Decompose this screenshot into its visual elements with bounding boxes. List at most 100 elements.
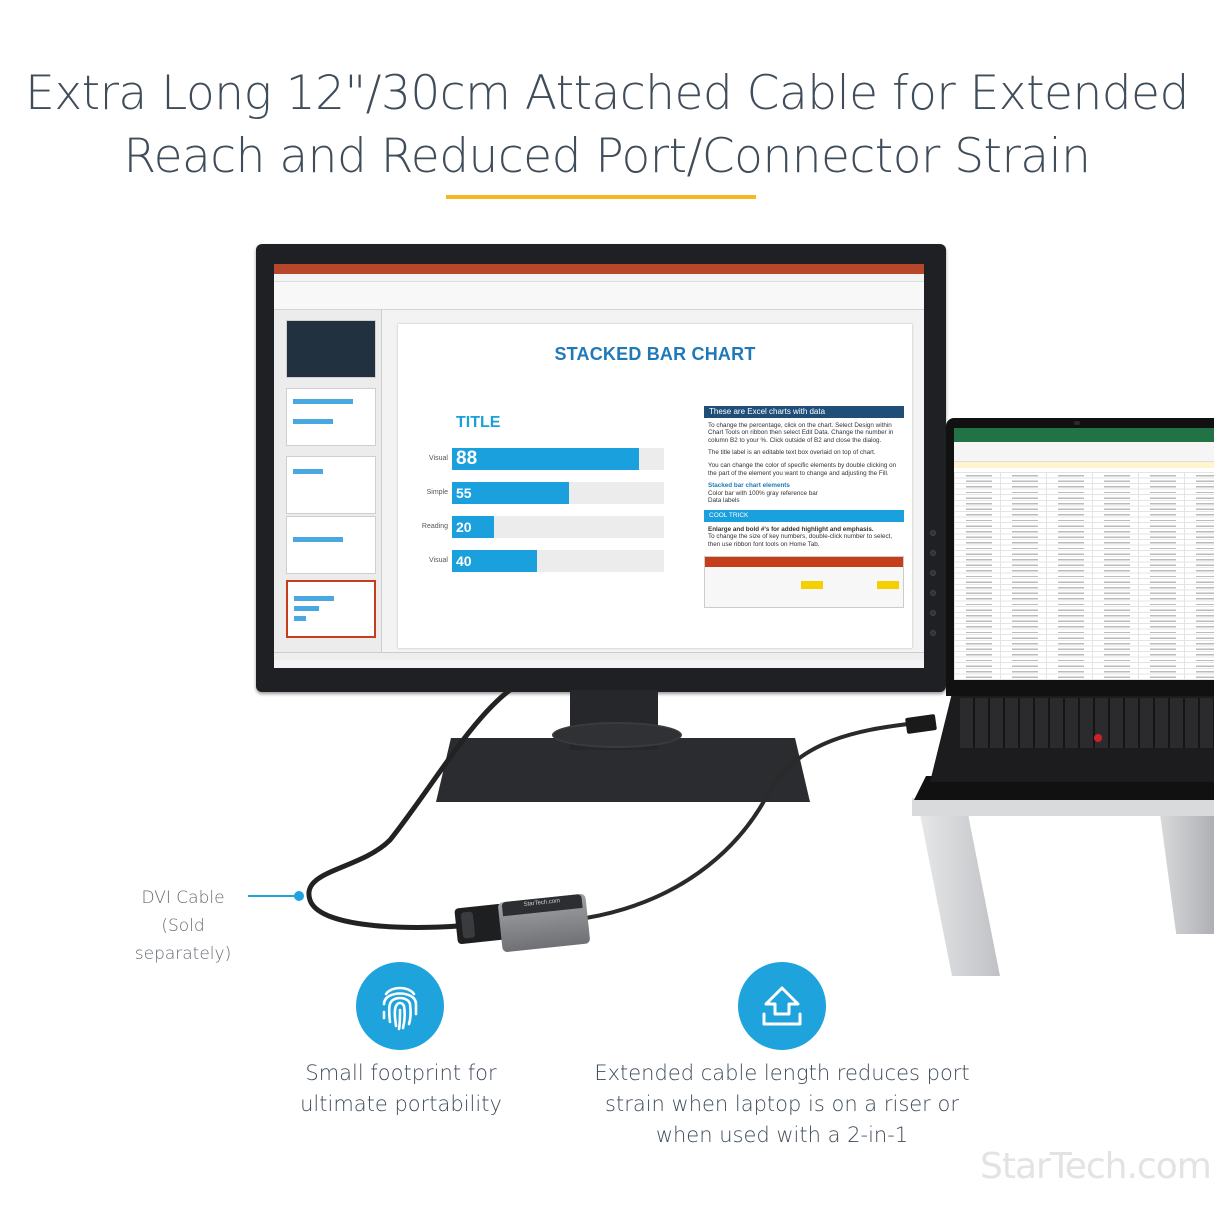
monitor-button xyxy=(930,630,936,636)
bar-data-label: 55 xyxy=(456,485,472,501)
laptop-trackpoint xyxy=(1094,734,1102,742)
thumb-bar xyxy=(293,399,353,404)
bar-data-label: 40 xyxy=(456,553,472,569)
slide-thumbnail xyxy=(286,516,376,574)
feature-text-extended-cable: Extended cable length reduces port strai… xyxy=(562,1058,1002,1151)
powerpoint-title-bar xyxy=(274,264,924,274)
dvi-thumbscrew xyxy=(460,911,476,939)
notes-heading: These are Excel charts with data xyxy=(704,406,904,418)
feature-line: strain when laptop is on a riser or xyxy=(605,1092,959,1116)
bar-fill xyxy=(452,550,537,572)
upload-arrow-icon xyxy=(738,962,826,1050)
bar-row: Visual 40 xyxy=(398,550,688,574)
riser-leg xyxy=(1160,814,1214,934)
adapter-body: StarTech.com xyxy=(497,893,591,953)
highlight-marker xyxy=(877,581,899,590)
bar-fill xyxy=(452,516,495,538)
monitor-button xyxy=(930,530,936,536)
headline: Extra Long 12"/30cm Attached Cable for E… xyxy=(0,62,1214,188)
note-text: Color bar with 100% gray reference bar xyxy=(708,489,818,497)
bar-row: Visual 88 xyxy=(398,448,688,472)
thumb-bar xyxy=(293,537,343,542)
chart-title: TITLE xyxy=(456,414,501,431)
headline-line-1: Extra Long 12"/30cm Attached Cable for E… xyxy=(25,66,1189,121)
accent-rule xyxy=(446,195,756,199)
callout-pointer-dot xyxy=(294,891,304,901)
slide-title: STACKED BAR CHART xyxy=(554,344,756,364)
cool-trick-heading: COOL TRICK xyxy=(704,509,904,522)
powerpoint-status-bar xyxy=(274,652,924,660)
usb-c-plug xyxy=(905,713,937,735)
slide-thumbnail xyxy=(286,456,376,514)
slide-thumbnail xyxy=(286,320,376,378)
monitor-button xyxy=(930,550,936,556)
dvi-cable xyxy=(306,688,512,930)
headline-line-2: Reach and Reduced Port/Connector Strain xyxy=(123,129,1091,184)
callout-pointer-line xyxy=(248,895,296,897)
monitor-button xyxy=(930,610,936,616)
startech-logo: StarTech.com xyxy=(980,1146,1212,1187)
slide-thumbnail-selected xyxy=(286,580,376,638)
powerpoint-tabs xyxy=(274,274,924,282)
laptop-screen xyxy=(946,418,1214,696)
bar-category-label: Simple xyxy=(426,489,448,496)
bar-category-label: Visual xyxy=(429,455,448,462)
note-subheading: Stacked bar chart elements xyxy=(708,482,790,490)
slide-notes: These are Excel charts with data To chan… xyxy=(704,406,904,609)
bar-fill xyxy=(452,448,639,470)
thumb-bar xyxy=(294,616,306,621)
spreadsheet-grid xyxy=(954,472,1214,680)
spreadsheet-cells xyxy=(966,474,1214,680)
riser-leg xyxy=(920,814,1000,976)
feature-line: ultimate portability xyxy=(300,1092,502,1116)
bar-row: Simple 55 xyxy=(398,482,688,506)
laptop-keyboard xyxy=(960,698,1214,748)
powerpoint-ribbon xyxy=(274,282,924,310)
slide-thumbnails xyxy=(274,310,382,660)
note-text: Data labels xyxy=(708,497,740,505)
thumb-bar xyxy=(293,469,323,474)
bar-row: Reading 20 xyxy=(398,516,688,540)
bar-data-label: 88 xyxy=(456,448,478,469)
note-text: The title label is an editable text box … xyxy=(708,449,876,457)
trick-text: To change the size of key numbers, doubl… xyxy=(708,533,893,548)
bar-reference-track xyxy=(452,516,664,538)
monitor-buttons xyxy=(930,530,938,650)
spreadsheet-ribbon xyxy=(954,442,1214,462)
thumb-bar xyxy=(293,419,333,424)
dvi-cable-callout: DVI Cable (Sold separately) xyxy=(130,884,236,968)
fingerprint-icon xyxy=(356,962,444,1050)
webcam xyxy=(1074,421,1080,425)
note-text: To change the percentage, click on the c… xyxy=(708,421,894,444)
highlight-marker xyxy=(801,581,823,590)
spreadsheet-window xyxy=(954,428,1214,680)
adapter-brand: StarTech.com xyxy=(523,898,561,909)
mini-ribbon-tabs xyxy=(705,557,903,568)
feature-line: Small footprint for xyxy=(305,1061,497,1085)
bar-data-label: 20 xyxy=(456,519,472,535)
bar-category-label: Reading xyxy=(421,523,448,530)
riser-edge xyxy=(912,798,1214,816)
monitor-button xyxy=(930,590,936,596)
feature-line: when used with a 2-in-1 xyxy=(655,1123,909,1147)
thumb-bar xyxy=(294,596,334,601)
slide-thumbnail xyxy=(286,388,376,446)
bar-fill xyxy=(452,482,569,504)
feature-text-footprint: Small footprint for ultimate portability xyxy=(270,1058,532,1120)
trick-heading: Enlarge and bold #'s for added highlight… xyxy=(708,525,874,533)
spreadsheet-message-bar xyxy=(954,462,1214,468)
monitor-button xyxy=(930,570,936,576)
spreadsheet-title-bar xyxy=(954,428,1214,442)
note-text: You can change the color of specific ele… xyxy=(708,461,897,477)
thumb-bar xyxy=(294,606,319,611)
bar-category-label: Visual xyxy=(429,557,448,564)
mini-ribbon-illustration xyxy=(704,556,904,609)
callout-line-2: (Sold separately) xyxy=(134,916,232,964)
monitor-neck-ring xyxy=(552,722,682,748)
callout-line-1: DVI Cable xyxy=(141,888,225,908)
